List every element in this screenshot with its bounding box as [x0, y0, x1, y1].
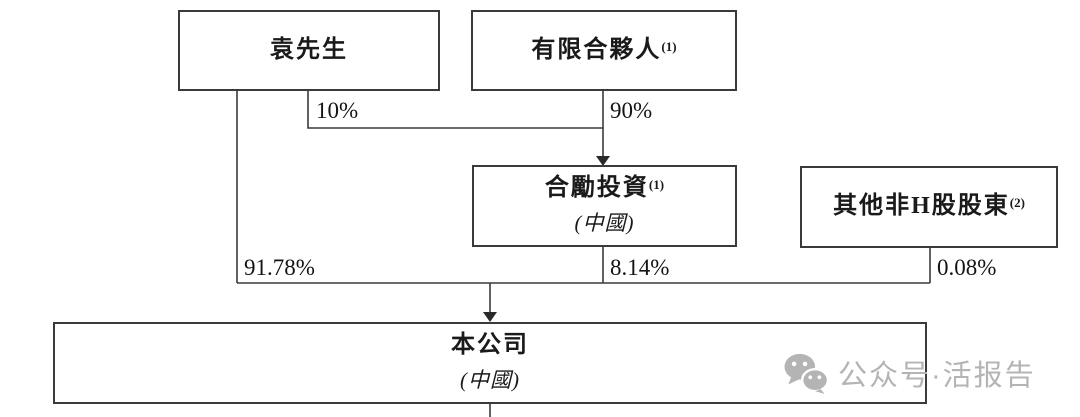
box-label: 本公司 — [451, 331, 529, 358]
pct-limited-partners-to-heli: 90% — [610, 98, 653, 123]
footnote-marker: (2) — [1009, 195, 1025, 211]
box-mr-yuan: 袁先生 — [178, 10, 440, 91]
watermark: 公众号·活报告 — [783, 349, 1036, 397]
wechat-icon — [783, 352, 829, 394]
pct-heli-to-company: 8.14% — [610, 255, 670, 280]
watermark-text: 公众号·活报告 — [838, 360, 1036, 392]
box-label: 有限合夥人(1) — [531, 36, 677, 63]
box-other-non-h-shareholders: 其他非H股股東(2) — [800, 166, 1058, 248]
arrow-down-icon — [596, 156, 610, 166]
box-region-label: (中國) — [460, 368, 520, 393]
footnote-marker: (1) — [648, 176, 665, 192]
footnote-marker: (1) — [661, 38, 677, 54]
box-label: 合勵投資(1) — [544, 174, 665, 201]
pct-other-to-company: 0.08% — [937, 255, 997, 280]
box-heli-investment: 合勵投資(1) (中國) — [472, 165, 737, 247]
box-label: 其他非H股股東(2) — [833, 193, 1025, 220]
box-limited-partners: 有限合夥人(1) — [471, 10, 737, 91]
pct-yuan-to-heli: 10% — [316, 98, 359, 123]
box-label: 袁先生 — [270, 36, 348, 63]
box-region-label: (中國) — [574, 211, 635, 236]
box-company: 本公司 (中國) — [53, 322, 927, 404]
pct-yuan-to-company: 91.78% — [244, 255, 315, 280]
arrow-down-icon — [483, 312, 497, 322]
